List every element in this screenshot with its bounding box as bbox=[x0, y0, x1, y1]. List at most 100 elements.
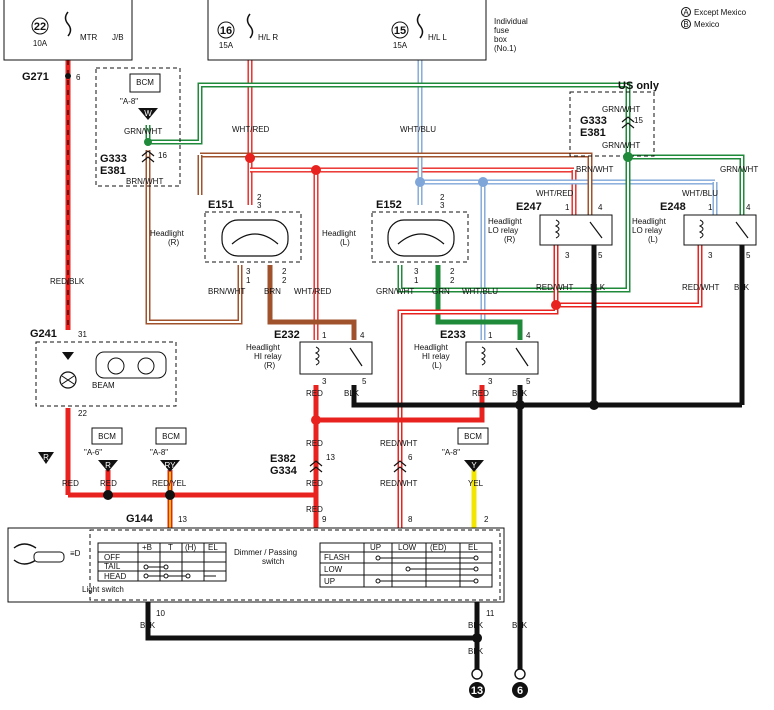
hll-pin-b2: 2 bbox=[450, 276, 455, 285]
fuse22-element-icon bbox=[64, 11, 72, 37]
headlight-l-bulb-icon bbox=[387, 219, 455, 257]
e382-connector: RED RED/WHT E382 G334 13 6 RED RED/WHT R… bbox=[270, 439, 417, 514]
wire-label-blk-11: BLK bbox=[468, 621, 484, 630]
e382-pin6: 6 bbox=[408, 453, 413, 462]
fuse16-num: 16 bbox=[220, 25, 232, 37]
fuse15-name: H/L L bbox=[428, 33, 447, 42]
fusebox-label-1: Individual bbox=[494, 17, 528, 26]
g333-label: G333 bbox=[100, 153, 127, 165]
lo-relay-r-coil-icon bbox=[554, 219, 560, 239]
svg-text:≡D: ≡D bbox=[70, 549, 81, 558]
lo-relay-r-label-1: Headlight bbox=[488, 217, 523, 226]
lo-relay-r-label-2: LO relay bbox=[488, 226, 518, 235]
dimmer-switch-table: UP LOW (ED) EL FLASH LOW UP bbox=[319, 542, 493, 588]
wire-grn bbox=[435, 265, 523, 340]
stalk-rotate-icon bbox=[13, 543, 37, 565]
wire-label-brn-wht-hl: BRN/WHT bbox=[208, 287, 245, 296]
wire-label-grn-wht-hl: GRN/WHT bbox=[376, 287, 414, 296]
lo-relay-l: E248 1 4 Headlight LO relay (L) 3 5 RED/… bbox=[632, 201, 757, 292]
hll-pin-b3: 3 bbox=[440, 201, 445, 210]
wire-label-red-wht-e382b: RED/WHT bbox=[380, 479, 417, 488]
hi-relay-l: E233 1 4 Headlight HI relay (L) 3 5 RED … bbox=[414, 329, 539, 398]
g333r-pin: 15 bbox=[634, 116, 643, 125]
stalk-icon bbox=[33, 551, 65, 563]
wire-label-wht-red: WHT/RED bbox=[232, 125, 270, 134]
hir-pin4: 4 bbox=[360, 331, 365, 340]
wire-label-wht-red-mid: WHT/RED bbox=[294, 287, 332, 296]
e248-label: E248 bbox=[660, 201, 686, 213]
fuse16-name: H/L R bbox=[258, 33, 278, 42]
wire-label-red-lower: RED bbox=[306, 505, 323, 514]
fuse16-element-icon bbox=[246, 13, 254, 39]
hi-relay-r-label-1: Headlight bbox=[246, 343, 281, 352]
junction-dots bbox=[103, 138, 633, 643]
ls-r-head: HEAD bbox=[104, 572, 126, 581]
bcm-lower1-label: BCM bbox=[98, 432, 116, 441]
wire-label-blk-13: BLK bbox=[468, 647, 484, 656]
ds-h-up: UP bbox=[370, 543, 381, 552]
hll-pin-a2b: 2 bbox=[450, 267, 455, 276]
hi-relay-r-switch-icon bbox=[349, 347, 363, 367]
hil-pin3: 3 bbox=[488, 377, 493, 386]
e382-pin13: 13 bbox=[326, 453, 335, 462]
e232-label: E232 bbox=[274, 329, 300, 341]
bcm-left-label: BCM bbox=[136, 78, 154, 87]
legend: A Except Mexico B Mexico bbox=[681, 7, 747, 29]
g334-label: G334 bbox=[270, 465, 298, 477]
g333-pin: 16 bbox=[158, 151, 167, 160]
hlr-pin-b1: 1 bbox=[246, 276, 251, 285]
hi-relay-r-label-2: HI relay bbox=[254, 352, 282, 361]
lo-relay-l-label-3: (L) bbox=[648, 235, 658, 244]
headlight-r-label-1: Headlight bbox=[150, 229, 185, 238]
lor-pin4: 4 bbox=[598, 203, 603, 212]
wire-label-blk-lol: BLK bbox=[734, 283, 750, 292]
hlr-pin-b2: 2 bbox=[282, 276, 287, 285]
e382-connector-icon bbox=[309, 460, 323, 473]
fuse-22: 22 10A MTR J/B bbox=[3, 0, 133, 61]
lo-relay-l-switch-icon bbox=[735, 221, 749, 239]
headlight-l-label-2: (L) bbox=[340, 238, 350, 247]
lol-pin5: 5 bbox=[746, 251, 751, 260]
marker-r-left: R bbox=[43, 453, 49, 462]
hi-relay-l-label-2: HI relay bbox=[422, 352, 450, 361]
fuse22-name: MTR bbox=[80, 33, 98, 42]
legend-b-text: Mexico bbox=[694, 20, 720, 29]
wire-label-blk-hir: BLK bbox=[344, 389, 360, 398]
ground-marker-r-icon bbox=[38, 452, 54, 464]
ds-h-el: EL bbox=[468, 543, 478, 552]
hlr-pin-a2b: 2 bbox=[282, 267, 287, 276]
hlr-pin-a2: 2 bbox=[257, 193, 262, 202]
hi-relay-r-label-3: (R) bbox=[264, 361, 275, 370]
hir-pin1: 1 bbox=[322, 331, 327, 340]
marker-y: Y bbox=[471, 461, 477, 470]
beam-label: BEAM bbox=[92, 381, 115, 390]
lo-relay-r: E247 1 4 Headlight LO relay (R) 3 5 RED/… bbox=[488, 201, 613, 292]
wire-label-red-b: RED bbox=[100, 479, 117, 488]
combination-switch: G144 13 9 8 2 ≡D +B T (H) EL OFF TAIL HE… bbox=[7, 513, 505, 618]
lo-relay-r-switch-icon bbox=[589, 221, 603, 239]
lol-pin4: 4 bbox=[746, 203, 751, 212]
wire-red-hi-l bbox=[316, 385, 485, 423]
wire-label-wht-blu: WHT/BLU bbox=[400, 125, 436, 134]
headlight-r-bulb-icon bbox=[221, 219, 289, 257]
hlr-pin-b3: 3 bbox=[257, 201, 262, 210]
marker-ry: RY bbox=[165, 461, 177, 470]
hi-relay-l-label-3: (L) bbox=[432, 361, 442, 370]
lo-relay-r-label-3: (R) bbox=[504, 235, 515, 244]
e381-label: E381 bbox=[100, 165, 126, 177]
wire-label-grn-wht-r1: GRN/WHT bbox=[602, 105, 640, 114]
fusebox-label-2: fuse bbox=[494, 26, 510, 35]
g144-pin8: 8 bbox=[408, 515, 413, 524]
bcm-left-group: BCM "A-8" W GRN/WHT G333 E381 16 BRN/WHT bbox=[95, 67, 181, 187]
fusebox-label-4: (No.1) bbox=[494, 44, 517, 53]
e382-label: E382 bbox=[270, 453, 296, 465]
combination-meter: G241 31 BEAM 22 bbox=[30, 328, 177, 418]
wire-label-yel: YEL bbox=[468, 479, 484, 488]
ls-h-el: EL bbox=[208, 543, 218, 552]
hir-pin3: 3 bbox=[322, 377, 327, 386]
lo-relay-r-box bbox=[539, 214, 613, 246]
us-only-label: US only bbox=[618, 80, 660, 92]
ds-h-ed: (ED) bbox=[430, 543, 447, 552]
headlight-l-label-1: Headlight bbox=[322, 229, 357, 238]
ground6-icon bbox=[514, 668, 526, 680]
